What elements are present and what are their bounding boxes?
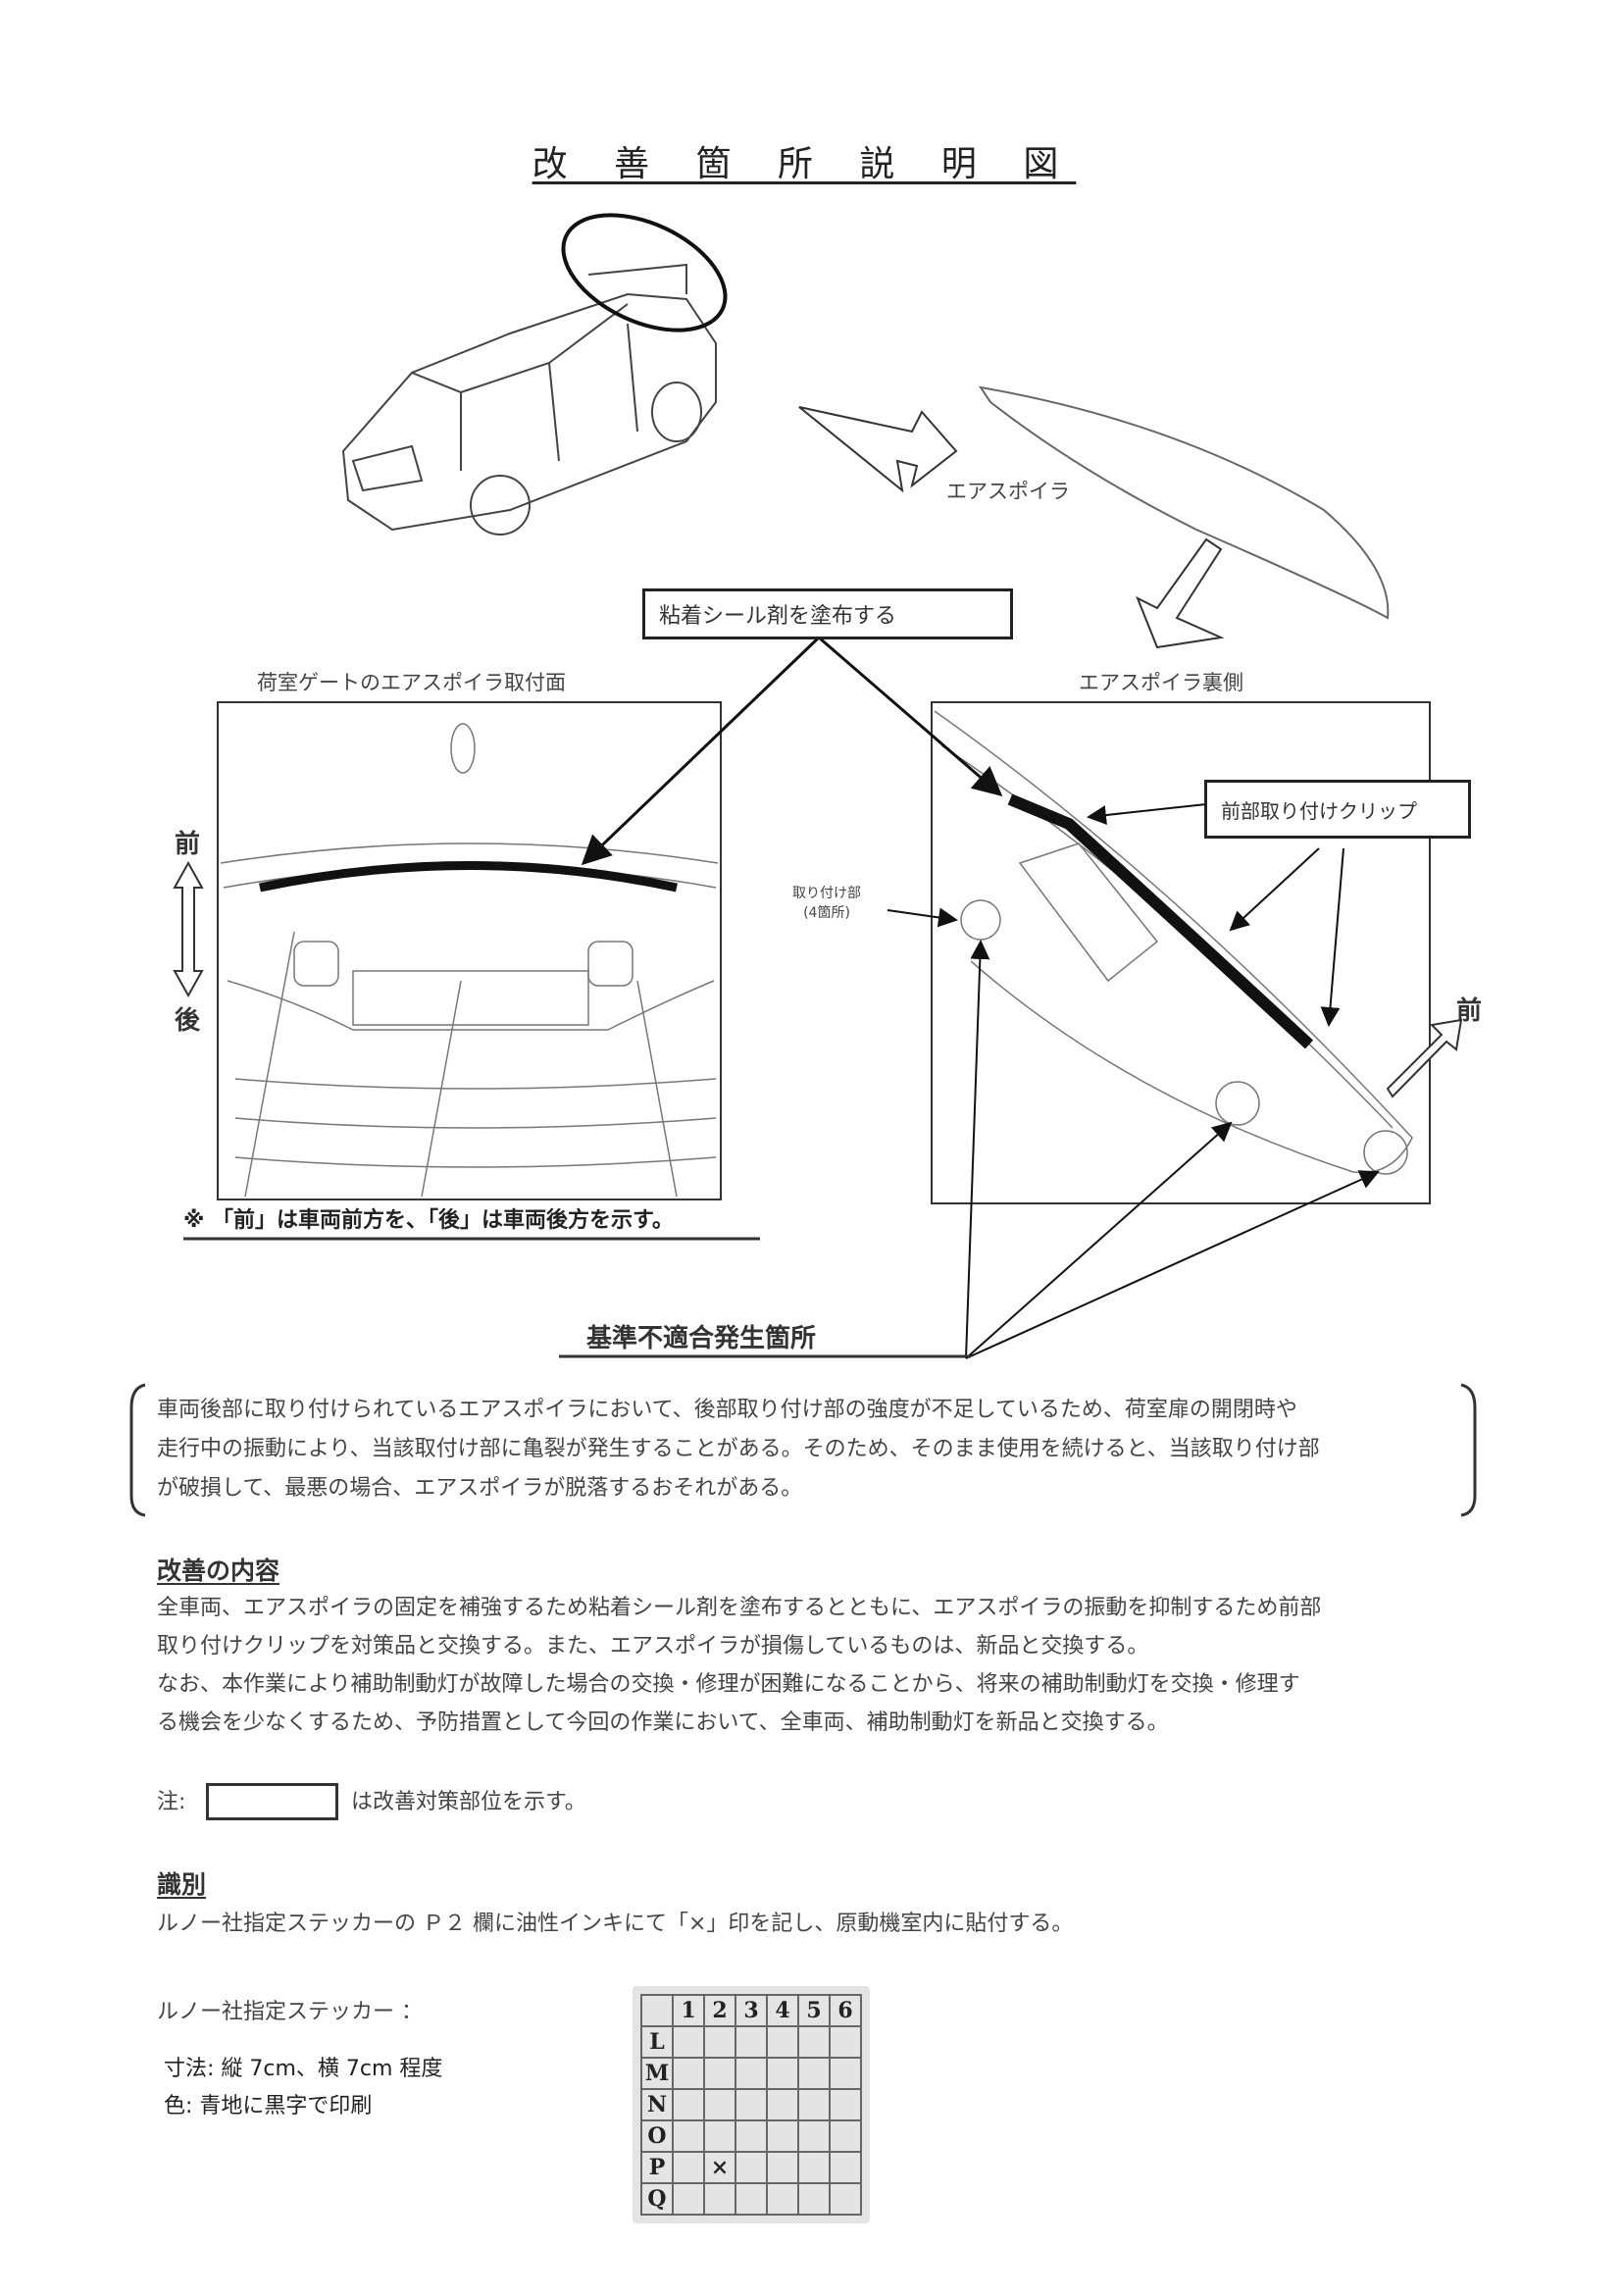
note-box-sample [206,1783,338,1820]
sticker-column-header: 6 [829,1994,862,2027]
right-front-label: 前 [1456,996,1483,1026]
left-panel-frame [217,701,722,1200]
apply-sealant-callout: 粘着シール剤を塗布する [642,588,1013,639]
sticker-cell [735,2025,768,2059]
sticker-cell [735,2057,768,2090]
sticker-column-header: 3 [735,1994,768,2027]
note-text: は改善対策部位を示す。 [351,1790,586,1814]
sticker-column-header: 2 [703,1994,736,2027]
sticker-cell [797,2182,831,2216]
arrow-down-icon [1136,537,1225,649]
sticker-cell [672,2151,705,2184]
front-rear-arrow-icon [173,860,204,998]
sticker-cell [829,2025,862,2059]
nonconformity-label: 基準不適合発生箇所 [586,1324,817,1353]
identification-heading: 識別 [157,1870,207,1899]
sticker-cell [829,2088,862,2121]
right-panel-title: エアスポイラ裏側 [1079,671,1243,694]
right-panel-frame [931,701,1431,1204]
direction-note: ※ 「前」は車両前方を、「後」は車両後方を示す。 [183,1208,674,1233]
sticker-corner-cell [640,1994,674,2027]
left-panel-title: 荷室ゲートのエアスポイラ取付面 [257,671,566,694]
sticker-cell [703,2025,736,2059]
spoiler-label: エアスポイラ [946,480,1070,503]
sticker-cell [672,2088,705,2121]
sticker-cell [703,2119,736,2153]
sticker-cell [797,2088,831,2121]
sticker-cell [829,2057,862,2090]
sticker-cell [766,2088,799,2121]
sticker-cell [766,2025,799,2059]
sticker-cell [766,2182,799,2216]
front-label: 前 [175,830,201,859]
car-illustration [341,263,717,536]
sticker-size: 寸法: 縦 7cm、横 7cm 程度 [164,2057,443,2081]
sticker-cell [766,2119,799,2153]
sticker-mark: × [703,2151,736,2184]
sticker-cell [735,2119,768,2153]
sticker-row-header: L [640,2025,674,2059]
mount-label: 取り付け部(4箇所) [792,886,861,921]
spoiler-highlight-ellipse [561,213,728,332]
sticker-cell [735,2182,768,2216]
defect-description: 車両後部に取り付けられているエアスポイラにおいて、後部取り付け部の強度が不足して… [157,1398,1320,1501]
sticker-cell [797,2057,831,2090]
sticker-row-header: M [640,2057,674,2090]
sticker-cell [672,2057,705,2090]
rear-label: 後 [175,1006,201,1036]
page-title: 改 善 箇 所 説 明 図 [532,144,1077,184]
front-direction-arrow-icon [1386,1018,1463,1098]
sticker-cell [766,2151,799,2184]
sticker-cell [672,2119,705,2153]
sealant-line-right [1007,793,1314,1049]
sticker-cell [735,2151,768,2184]
note-prefix: 注: [157,1790,186,1814]
sticker-cell [703,2088,736,2121]
sticker-cell [703,2182,736,2216]
sticker-column-header: 4 [766,1994,799,2027]
sticker-color: 色: 青地に黒字で印刷 [164,2094,373,2118]
sticker-cell [829,2151,862,2184]
sticker-cell [735,2088,768,2121]
sticker-cell [797,2119,831,2153]
sticker-cell [703,2057,736,2090]
sticker-cell [797,2151,831,2184]
sticker-cell [797,2025,831,2059]
sticker-row-header: Q [640,2182,674,2216]
sticker-cell [829,2119,862,2153]
sticker-cell [672,2025,705,2059]
sealant-line-left [259,861,678,893]
sticker-cell [829,2182,862,2216]
arrow-right-icon [798,406,958,493]
sticker-label: ルノー社指定ステッカー ： [157,2000,423,2024]
improvement-heading: 改善の内容 [157,1556,280,1585]
improvement-body: 全車両、エアスポイラの固定を補強するため粘着シール剤を塗布するとともに、エアスポ… [157,1596,1322,1735]
sticker-column-header: 5 [797,1994,831,2027]
sticker-row-header: N [640,2088,674,2121]
sticker-row-header: O [640,2119,674,2153]
sticker-row-header: P [640,2151,674,2184]
identification-text: ルノー社指定ステッカーの Ｐ２ 欄に油性インキにて「×」印を記し、原動機室内に貼… [157,1912,1074,1936]
sticker-cell [766,2057,799,2090]
sticker-column-header: 1 [672,1994,705,2027]
sticker-cell [672,2182,705,2216]
spoiler-illustration [978,385,1390,620]
front-clip-callout: 前部取り付けクリップ [1204,780,1471,839]
